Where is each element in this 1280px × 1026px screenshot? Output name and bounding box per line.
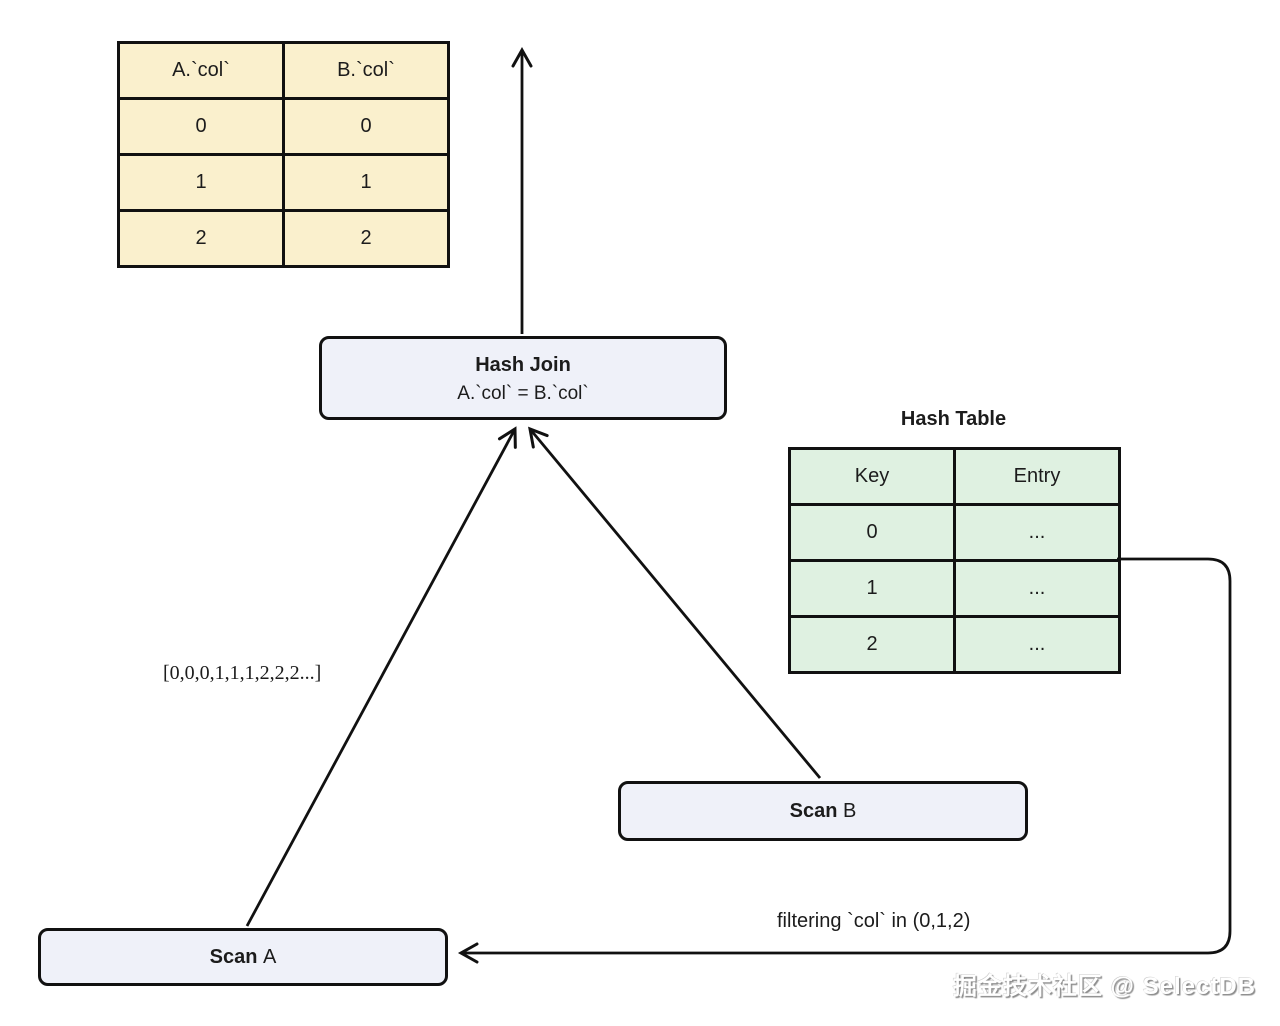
- table-row: Key Entry: [788, 447, 1121, 506]
- runtime-filter-label: filtering `col` in (0,1,2): [777, 910, 971, 932]
- scan-a-label-target: A: [257, 945, 277, 968]
- hash-join-node: Hash Join A.`col` = B.`col`: [319, 336, 727, 420]
- watermark: 掘金技术社区 @ SelectDB: [952, 973, 1256, 1000]
- hash-cell: 0: [788, 503, 956, 562]
- table-row: 1 ...: [788, 559, 1121, 618]
- table-row: 1 1: [117, 153, 450, 212]
- scan-a-label-bold: Scan: [209, 945, 258, 968]
- hash-cell: ...: [953, 559, 1121, 618]
- result-cell: 0: [117, 97, 285, 156]
- table-row: 2 ...: [788, 615, 1121, 674]
- scan-a-label: Scan A: [210, 946, 277, 969]
- scan-b-label-target: B: [837, 799, 857, 822]
- probe-stream-label: [0,0,0,1,1,1,2,2,2...]: [163, 662, 322, 684]
- result-header-b: B.`col`: [282, 41, 450, 100]
- hash-join-condition: A.`col` = B.`col`: [457, 382, 589, 404]
- hash-join-title: Hash Join: [475, 353, 571, 376]
- hash-cell: ...: [953, 503, 1121, 562]
- result-cell: 0: [282, 97, 450, 156]
- hash-cell: 1: [788, 559, 956, 618]
- hash-cell: ...: [953, 615, 1121, 674]
- hash-table-title: Hash Table: [900, 408, 1007, 430]
- result-cell: 1: [282, 153, 450, 212]
- result-cell: 1: [117, 153, 285, 212]
- result-cell: 2: [117, 209, 285, 268]
- table-row: A.`col` B.`col`: [117, 41, 450, 100]
- table-row: 0 ...: [788, 503, 1121, 562]
- scan-b-node: Scan B: [618, 781, 1028, 841]
- result-header-a: A.`col`: [117, 41, 285, 100]
- scan-b-label-bold: Scan: [789, 799, 838, 822]
- hash-cell: 2: [788, 615, 956, 674]
- table-row: 0 0: [117, 97, 450, 156]
- hash-table: Key Entry 0 ... 1 ... 2 ...: [788, 447, 1121, 674]
- table-row: 2 2: [117, 209, 450, 268]
- join-result-table: A.`col` B.`col` 0 0 1 1 2 2: [117, 41, 450, 268]
- scan-a-node: Scan A: [38, 928, 448, 986]
- arrow-scanb-to-hashjoin: [528, 426, 822, 779]
- scan-b-label: Scan B: [790, 800, 857, 823]
- result-cell: 2: [282, 209, 450, 268]
- hash-header-entry: Entry: [953, 447, 1121, 506]
- hash-header-key: Key: [788, 447, 956, 506]
